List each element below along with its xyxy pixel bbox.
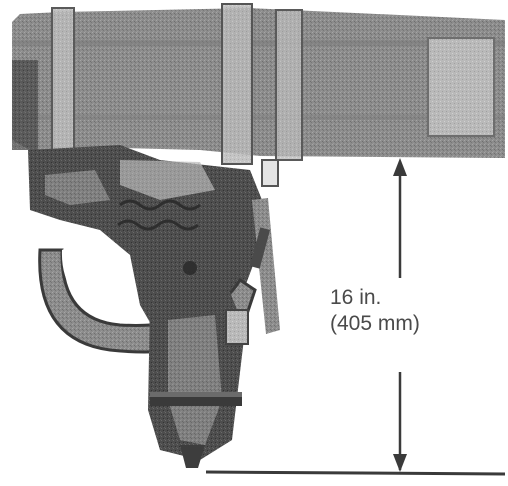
floor-baseline [205,470,506,476]
buckle-assembly [28,145,280,468]
height-label: 16 in. (405 mm) [330,283,480,339]
height-imperial: 16 in. [330,286,382,309]
arrow-up-icon [393,158,407,176]
arrow-down-icon [393,454,407,472]
height-dimension [205,158,506,476]
upper-strap [12,3,505,165]
height-metric: (405 mm) [330,312,420,335]
